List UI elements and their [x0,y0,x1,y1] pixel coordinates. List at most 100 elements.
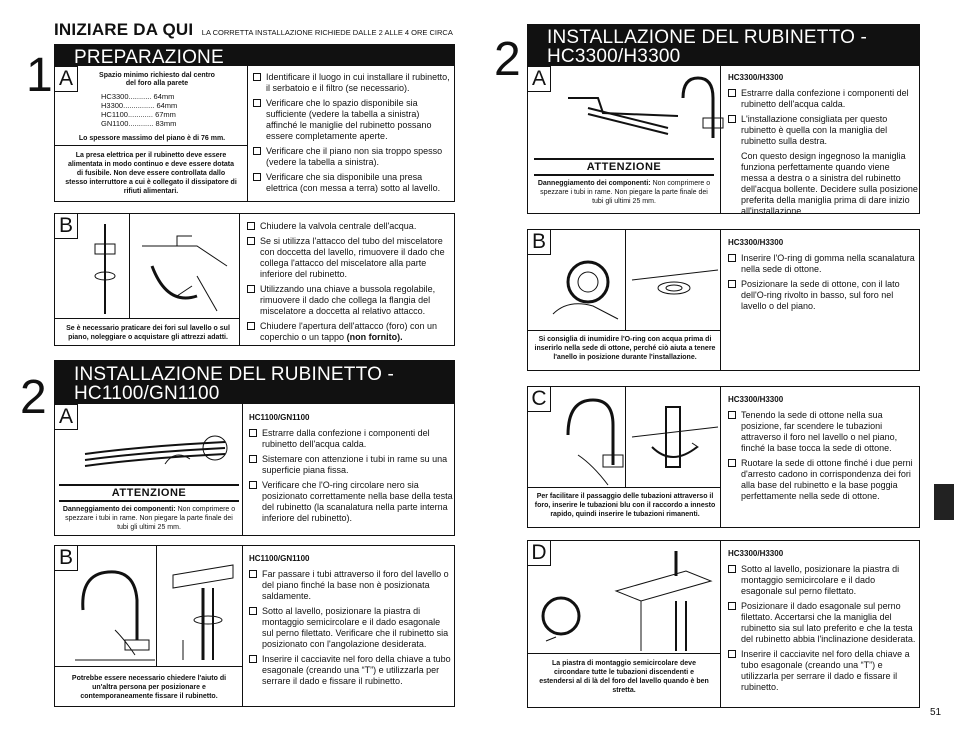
checkbox[interactable] [249,655,257,663]
checklist-item[interactable]: Estrarre dalla confezione i componenti d… [728,88,918,110]
step1b-checklist: Chiudere la valvola centrale dell'acqua.… [247,221,451,347]
step2-right-a-panel: A ATTENZIONE Danneggiamento dei componen… [527,66,920,216]
checklist-item[interactable]: Inserire il cacciavite nel foro della ch… [249,654,453,687]
space-row: H3300............... 64mm [101,101,178,110]
mounting-under-sink-illustration [541,551,713,651]
step2-right-heading-line2: HC3300/H3300 [547,46,681,67]
checklist-item[interactable]: Verificare che lo spazio disponibile sia… [253,98,451,142]
step2-right-d-letter: D [527,540,551,566]
checklist-item[interactable]: Chiudere l'apertura dell'attacco (foro) … [247,321,451,343]
checkbox[interactable] [247,237,255,245]
step2-left-b-caption: Potrebbe essere necessario chiedere l'ai… [71,675,227,700]
step1a-panel: A Spazio minimo richiesto dal centro del… [54,66,455,202]
attention-label: Danneggiamento dei componenti: [62,506,176,513]
section-tab-marker [934,484,954,520]
checklist-item[interactable]: Utilizzando una chiave a bussola regolab… [247,284,451,317]
faucet-illustration [75,570,155,661]
step1-header: PREPARAZIONE [54,44,455,68]
step1b-caption: Se è necessario praticare dei fori sul l… [66,325,230,341]
checklist-item[interactable]: Identificare il luogo in cui installare … [253,72,451,94]
thickness-note: Lo spessore massimo del piano è di 76 mm… [78,135,226,142]
step2-left-b-letter: B [54,545,78,571]
step2-right-a-letter: A [527,66,551,92]
step1a-checklist: Identificare il luogo in cui installare … [253,72,451,198]
attention-text: Non comprimere o spezzare i tubi in rame… [540,180,711,205]
checklist-item[interactable]: Posizionare la sede di ottone, con il la… [728,279,918,312]
brass-seat-illustration [631,269,719,295]
step2-left-a-panel: A ATTENZIONE Danneggiamento dei componen… [54,404,455,536]
checklist-item[interactable]: Far passare i tubi attraverso il foro de… [249,569,453,602]
model-label: HC1100/GN1100 [249,554,310,563]
step2-right-b-panel: B Si consiglia di inumidire l'O-ring con… [527,229,920,371]
space-row: HC3300........... 64mm [101,92,175,101]
checkbox[interactable] [728,254,736,262]
checkbox[interactable] [253,73,261,81]
checkbox[interactable] [249,570,257,578]
checklist-item[interactable]: Verificare che l'O-ring circolare nero s… [249,480,453,524]
outlet-note: La presa elettrica per il rubinetto deve… [65,152,237,195]
checklist-item[interactable]: Inserire l'O-ring di gomma nella scanala… [728,253,918,275]
checklist-item[interactable]: L'installazione consigliata per questo r… [728,114,918,147]
checkbox[interactable] [728,89,736,97]
step2-left-heading-line1: INSTALLAZIONE DEL RUBINETTO - [74,364,395,385]
checkbox[interactable] [249,481,257,489]
checklist-item[interactable]: Verificare che sia disponibile una presa… [253,172,451,194]
space-row: HC1100............ 67mm [101,110,176,119]
checkbox[interactable] [249,455,257,463]
space-table: HC3300........... 64mm H3300............… [101,92,221,128]
checklist-item[interactable]: Tenendo la sede di ottone nella sua posi… [728,410,918,454]
page-number: 51 [930,707,942,718]
checkbox[interactable] [249,429,257,437]
checklist-item[interactable]: Ruotare la sede di ottone finché i due p… [728,458,918,502]
attention-label: Danneggiamento dei componenti: [537,180,651,187]
step2-left-a-letter: A [54,404,78,430]
checklist-item[interactable]: Sotto al lavello, posizionare la piastra… [249,606,453,650]
checklist-item[interactable]: Chiudere la valvola centrale dell'acqua. [247,221,451,232]
checklist-item[interactable]: Verificare che il piano non sia troppo s… [253,146,451,168]
checkbox[interactable] [728,459,736,467]
model-label: HC3300/H3300 [728,549,784,558]
checkbox[interactable] [247,322,255,330]
space-row: GN1100............ 83mm [101,119,177,128]
checkbox[interactable] [247,285,255,293]
step2-right-d-panel: D La piastra di montaggio semicircolare … [527,540,920,708]
checklist-item[interactable]: Estrarre dalla confezione i componenti d… [249,428,453,450]
step2-right-header: INSTALLAZIONE DEL RUBINETTO - HC3300/H33… [527,24,920,66]
checkbox[interactable] [253,173,261,181]
step2-right-c-content: HC3300/H3300 Tenendo la sede di ottone n… [728,394,918,506]
checkbox[interactable] [249,607,257,615]
step1-heading: PREPARAZIONE [74,47,224,68]
step2-right-c-caption: Per facilitare il passaggio delle tubazi… [534,493,716,518]
step2-right-number: 2 [494,33,521,86]
checklist-item[interactable]: Posizionare il dado esagonale sul perno … [728,601,918,645]
shutoff-valve-illustration [94,224,116,314]
step2-right-d-content: HC3300/H3300 Sotto al lavello, posiziona… [728,548,918,697]
step2-right-c-panel: C Per facilitare il passaggio delle tuba… [527,386,920,528]
step1-number: 1 [26,49,53,102]
step2-left-header: INSTALLAZIONE DEL RUBINETTO - HC1100/GN1… [54,360,455,404]
attention-title: ATTENZIONE [534,158,714,176]
step2-right-attention: ATTENZIONE Danneggiamento dei componenti… [534,158,714,206]
checkbox[interactable] [253,147,261,155]
checkbox[interactable] [728,280,736,288]
checklist-item[interactable]: Sistemare con attenzione i tubi in rame … [249,454,453,476]
checkbox[interactable] [728,602,736,610]
checklist-item[interactable]: Se si utilizza l'attacco del tubo del mi… [247,236,451,280]
model-label: HC3300/H3300 [728,73,784,82]
checkbox[interactable] [728,411,736,419]
checkbox[interactable] [728,115,736,123]
step2-right-a-content: HC3300/H3300 Estrarre dalla confezione i… [728,72,918,221]
checklist-item[interactable]: Sotto al lavello, posizionare la piastra… [728,564,918,597]
checkbox[interactable] [247,222,255,230]
step2-right-d-caption: La piastra di montaggio semicircolare de… [539,660,709,694]
checkbox[interactable] [253,99,261,107]
checklist-item[interactable]: Inserire il cacciavite nel foro della ch… [728,649,918,693]
mounting-plate-illustration [172,564,234,660]
step2-left-number: 2 [20,371,47,424]
model-label: HC3300/H3300 [728,395,784,404]
hot-water-faucet-illustration [568,76,724,138]
checkbox[interactable] [728,650,736,658]
checkbox[interactable] [728,565,736,573]
step2-right-b-letter: B [527,229,551,255]
step1a-letter: A [54,66,78,92]
